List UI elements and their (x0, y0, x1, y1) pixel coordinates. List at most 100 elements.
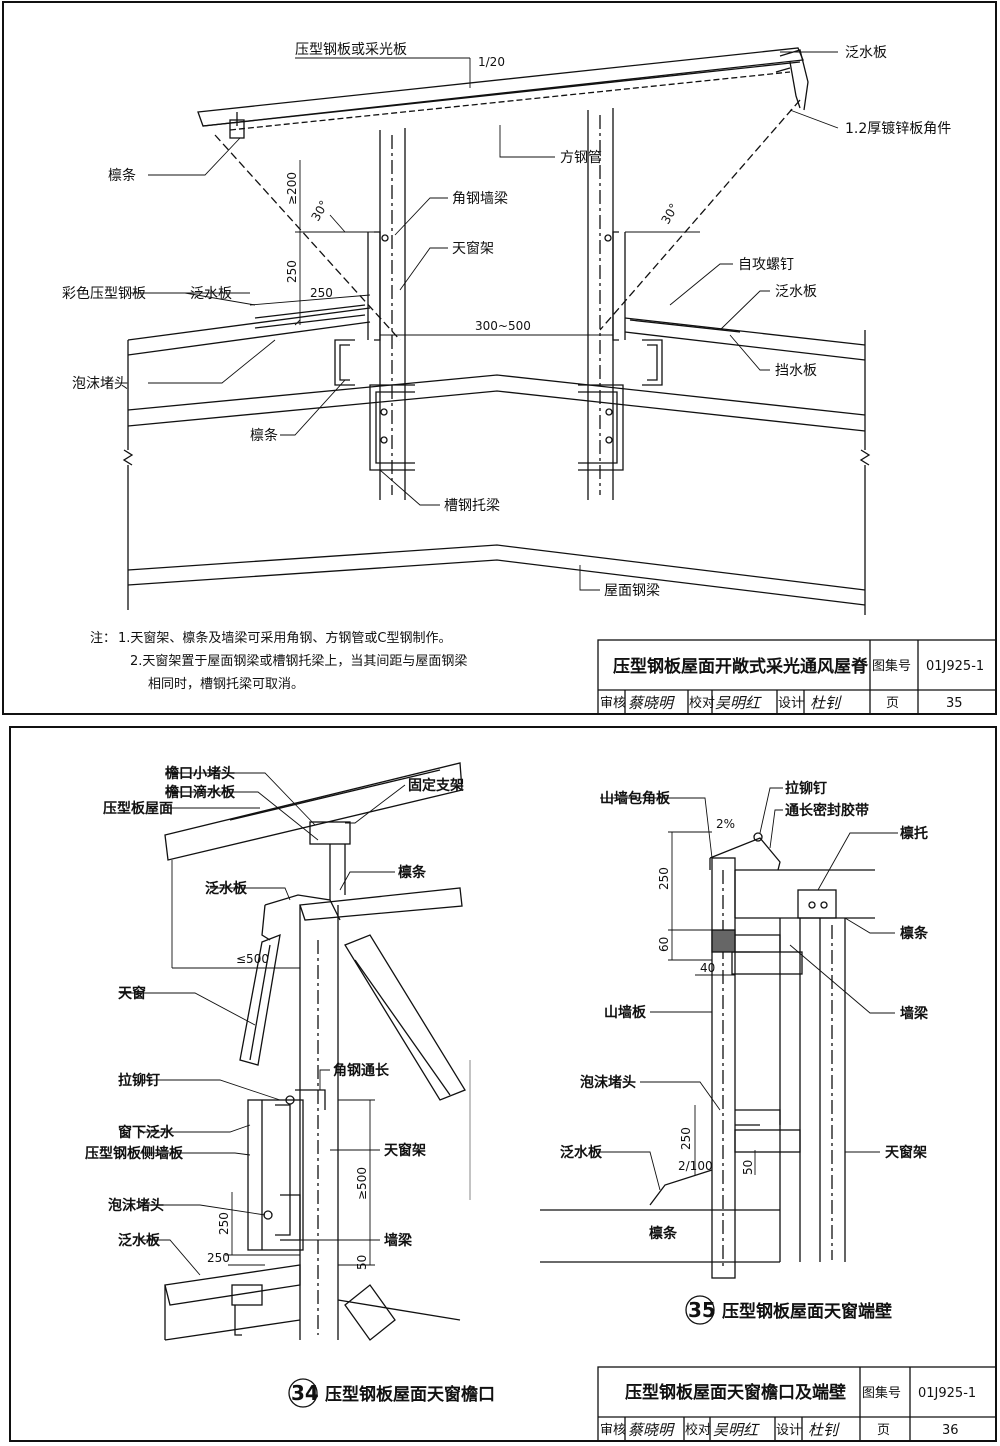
s2r-purlin: 檩条 (900, 925, 929, 942)
sheet2-left-diagonal-brace (344, 934, 466, 1101)
s2l-caption-no: 34 (291, 1381, 319, 1405)
s2r-purlin-holder: 檩托 (900, 825, 928, 842)
sheet1-leaders (130, 51, 839, 591)
s1-flashing-top-label: 泛水板 (845, 45, 887, 61)
s1-foam-plug-label: 泡沫堵头 (72, 376, 128, 392)
s1-angle-30-left: 30° (308, 198, 331, 223)
s1-purlin-lower-label: 檩条 (250, 427, 278, 444)
sheet2-right-wall-beam (711, 929, 803, 975)
s2l-foam-plug: 泡沫堵头 (108, 1197, 164, 1214)
s2-tb-atlas-no: 01J925-1 (918, 1386, 976, 1401)
s1-square-tube-label: 方钢管 (560, 150, 602, 166)
sheet2-left-fixed-bracket (309, 821, 351, 900)
sheet2-right-leaders (598, 787, 898, 1191)
s2l-dim-250v: 250 (217, 1212, 231, 1235)
s2-tb-check: 校对 (685, 1422, 711, 1438)
sheet1-purlin-left (334, 339, 355, 386)
s2r-dim-250b: 250 (679, 1127, 693, 1150)
s2r-gable-corner: 山墙包角板 (600, 790, 671, 807)
sheet1-post-left (379, 128, 406, 500)
s1-dim-250-h: 250 (310, 286, 333, 300)
s2l-fixed-bracket: 固定支架 (408, 777, 464, 794)
sheet1-roof-beam (127, 544, 866, 606)
s1-flashing-right-label: 泛水板 (775, 284, 817, 300)
sheet1-lower-roof-left (127, 304, 371, 356)
sheet1-title-block (597, 639, 997, 715)
s2l-purlin: 檩条 (398, 864, 427, 881)
sheet1-break-lines (122, 330, 871, 615)
sheet2-left-angle (285, 1089, 326, 1110)
sheet1-guide-right (599, 99, 801, 331)
sheet2-right-upper-purlin (734, 869, 875, 919)
s2-tb-page-no: 36 (942, 1423, 959, 1438)
s2-tb-review: 审核 (600, 1423, 626, 1438)
sheet2-right-gable-panel (711, 857, 736, 1279)
s2l-dim-500v: ≥500 (355, 1167, 369, 1200)
s2r-flashing: 泛水板 (560, 1144, 603, 1161)
s2l-flashing2: 泛水板 (118, 1232, 161, 1249)
s2l-rivet: 拉铆钉 (118, 1072, 160, 1089)
s2r-dim-60: 60 (657, 937, 671, 952)
sheet2-left-caption-circle (288, 1378, 318, 1408)
s2-tb-title: 压型钢板屋面天窗檐口及端壁 (625, 1382, 846, 1403)
s2l-angle-long: 角钢通长 (333, 1062, 390, 1079)
s2l-dim-500: ≤500 (236, 952, 269, 966)
s1-tb-title: 压型钢板屋面开敞式采光通风屋脊 (613, 656, 869, 677)
s2r-dim-40: 40 (700, 961, 715, 975)
sheet2-left-wall-beam (263, 1194, 301, 1241)
sheet2-right-lower-flashing (540, 1169, 780, 1263)
s1-roof-beam-label: 屋面钢梁 (604, 583, 660, 599)
s1-dim-200: ≥200 (285, 172, 299, 205)
sheet2-left-lower-beam (337, 1284, 461, 1341)
s1-tb-design-sig: 杜钊 (810, 694, 842, 712)
s2l-dim-50: 50 (355, 1255, 369, 1270)
s1-note-prefix: 注： (90, 631, 116, 646)
sheet1-post-right (587, 108, 614, 500)
s2l-sill-flashing: 窗下泛水 (118, 1124, 175, 1141)
s2-tb-page-label: 页 (877, 1423, 890, 1438)
s1-dim-300-500: 300~500 (475, 319, 531, 333)
s2l-flashing: 泛水板 (205, 880, 248, 897)
s2r-skylight-frame: 天窗架 (885, 1144, 927, 1161)
sheet2-left-side-panel (247, 1099, 304, 1251)
sheet2-right-caption-circle (685, 1295, 715, 1325)
s1-tb-atlas-no: 01J925-1 (926, 659, 984, 674)
s1-channel-beam-label: 槽钢托梁 (444, 498, 500, 514)
s1-note-1: 1.天窗架、檩条及墙梁可采用角钢、方钢管或C型钢制作。 (118, 630, 451, 646)
s2-tb-review-sig: 蔡晓明 (628, 1421, 675, 1439)
sheet2-right-dimensions (668, 831, 756, 1175)
s1-color-panel-label: 彩色压型钢板 (62, 285, 146, 302)
sheet1-purlin-right (642, 339, 663, 386)
sheet1-dimensions (249, 160, 700, 336)
sheet2-left-post (299, 905, 339, 1340)
s1-flashing-left-label: 泛水板 (190, 286, 232, 302)
sheet1-top-purlin (229, 112, 245, 139)
s1-self-tap-screw-label: 自攻螺钉 (738, 257, 794, 273)
s2r-slope: 2% (716, 817, 735, 831)
s2l-skylight: 天窗 (118, 985, 146, 1002)
sheet2-left-lower-purlin (231, 1284, 263, 1336)
s2r-gable-panel: 山墙板 (604, 1004, 647, 1021)
sheet1-channel-beam-right (578, 384, 624, 471)
sheet1-flashing-right (775, 49, 809, 111)
s1-tb-design: 设计 (778, 696, 804, 711)
s1-tb-review: 审核 (600, 696, 626, 711)
s2-tb-check-sig: 吴明红 (713, 1421, 760, 1439)
sheet1-steel-rafter (127, 374, 866, 432)
s2r-dim-250: 250 (657, 867, 671, 890)
s1-skylight-frame-label: 天窗架 (452, 240, 494, 257)
s2r-foam-plug: 泡沫堵头 (580, 1074, 636, 1091)
s2r-slope2: 2/100 (678, 1159, 713, 1173)
sheet1-guide-left (214, 134, 401, 341)
s2r-wall-beam: 墙梁 (900, 1005, 929, 1022)
s1-tb-page-no: 35 (946, 696, 963, 711)
s2r-sealing-tape: 通长密封胶带 (785, 802, 869, 819)
s2l-side-wall-panel: 压型钢板侧墙板 (85, 1145, 184, 1162)
s1-angle-wall-beam-label: 角钢墙梁 (452, 191, 508, 207)
s1-dim-250-v: 250 (285, 260, 299, 283)
sheet1-border (2, 1, 997, 715)
s1-angle-piece-label: 1.2厚镀锌板角件 (845, 120, 951, 137)
sheet2-right-lower-beam (734, 1109, 801, 1153)
s2-tb-design: 设计 (776, 1423, 802, 1438)
sheet2-left-leaders (120, 772, 406, 1276)
